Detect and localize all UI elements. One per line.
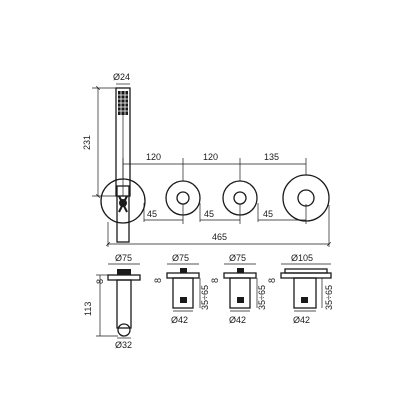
- dim-label-valve-1-bottom-diameter: Ø42: [171, 315, 188, 325]
- valve-2-handle: [233, 191, 247, 205]
- holder-bracket: [116, 185, 130, 243]
- dim-label-side-bottom-diameter: Ø32: [115, 340, 132, 350]
- dim-label-handshower-length: 231: [82, 135, 92, 150]
- dim-label-valve-3-top-diameter: Ø105: [291, 253, 313, 263]
- dim-label-handshower-diameter: Ø24: [113, 72, 130, 82]
- dim-label-offset-1: 45: [147, 209, 157, 219]
- dim-label-valve-1-top-diameter: Ø75: [172, 253, 189, 263]
- side-holder-plate: [107, 274, 141, 281]
- hand-shower: [115, 87, 131, 197]
- section-valve-3-core: [301, 297, 308, 303]
- section-valve-2-stem: [237, 268, 244, 273]
- dim-label-valve-2-depth: 35÷65: [257, 285, 267, 310]
- dim-label-spacing-2: 120: [203, 152, 218, 162]
- section-valve-1-core: [180, 297, 187, 303]
- dim-spacing-chain: 120 120 135: [122, 152, 307, 181]
- dim-label-valve-3-depth: 35÷65: [324, 285, 334, 310]
- side-holder-body: [116, 279, 132, 329]
- dim-handshower-diameter: Ø24: [113, 72, 130, 85]
- dim-handshower-length: 231: [82, 86, 117, 198]
- side-view-holder: Ø75 113 8 Ø32: [83, 253, 141, 350]
- section-valve-1: Ø75 8 35÷65 Ø42: [153, 253, 210, 325]
- section-valve-2-plate: [223, 272, 257, 279]
- shower-holder: [100, 178, 146, 243]
- dim-label-spacing-1: 120: [146, 152, 161, 162]
- dim-label-side-height: 113: [83, 302, 93, 316]
- dim-label-valve-2-small: 8: [210, 278, 220, 283]
- section-valve-2: Ø75 8 35÷65 Ø42: [210, 253, 267, 325]
- section-valve-2-body: [229, 277, 251, 309]
- dim-label-valve-1-small: 8: [153, 278, 163, 283]
- dim-total-width: 465: [106, 205, 331, 247]
- dim-label-side-small: 8: [95, 279, 105, 284]
- dim-label-valve-3-bottom-diameter: Ø42: [293, 315, 310, 325]
- dim-label-total-width: 465: [212, 232, 227, 242]
- section-valve-3-plate: [280, 272, 332, 279]
- dim-label-valve-2-bottom-diameter: Ø42: [229, 315, 246, 325]
- side-holder-cap: [117, 269, 131, 275]
- dim-label-offset-2: 45: [204, 209, 214, 219]
- section-valve-2-core: [237, 297, 244, 303]
- side-holder-end: [117, 323, 131, 337]
- section-valve-1-body: [172, 277, 194, 309]
- dim-label-valve-2-top-diameter: Ø75: [229, 253, 246, 263]
- dim-label-valve-1-depth: 35÷65: [200, 285, 210, 310]
- dim-label-valve-3-small: 8: [267, 278, 277, 283]
- valve-1-handle: [176, 191, 190, 205]
- dim-offsets: 45 45 45: [143, 203, 307, 224]
- section-valve-3: Ø105 8 35÷65 Ø42: [267, 253, 334, 325]
- section-valve-1-stem: [180, 268, 187, 273]
- valve-3-handle: [297, 189, 315, 207]
- section-valve-1-plate: [166, 272, 200, 279]
- dim-label-offset-3: 45: [263, 209, 273, 219]
- dim-label-side-top-diameter: Ø75: [115, 253, 132, 263]
- dim-label-spacing-3: 135: [264, 152, 279, 162]
- section-valve-3-body: [293, 277, 317, 309]
